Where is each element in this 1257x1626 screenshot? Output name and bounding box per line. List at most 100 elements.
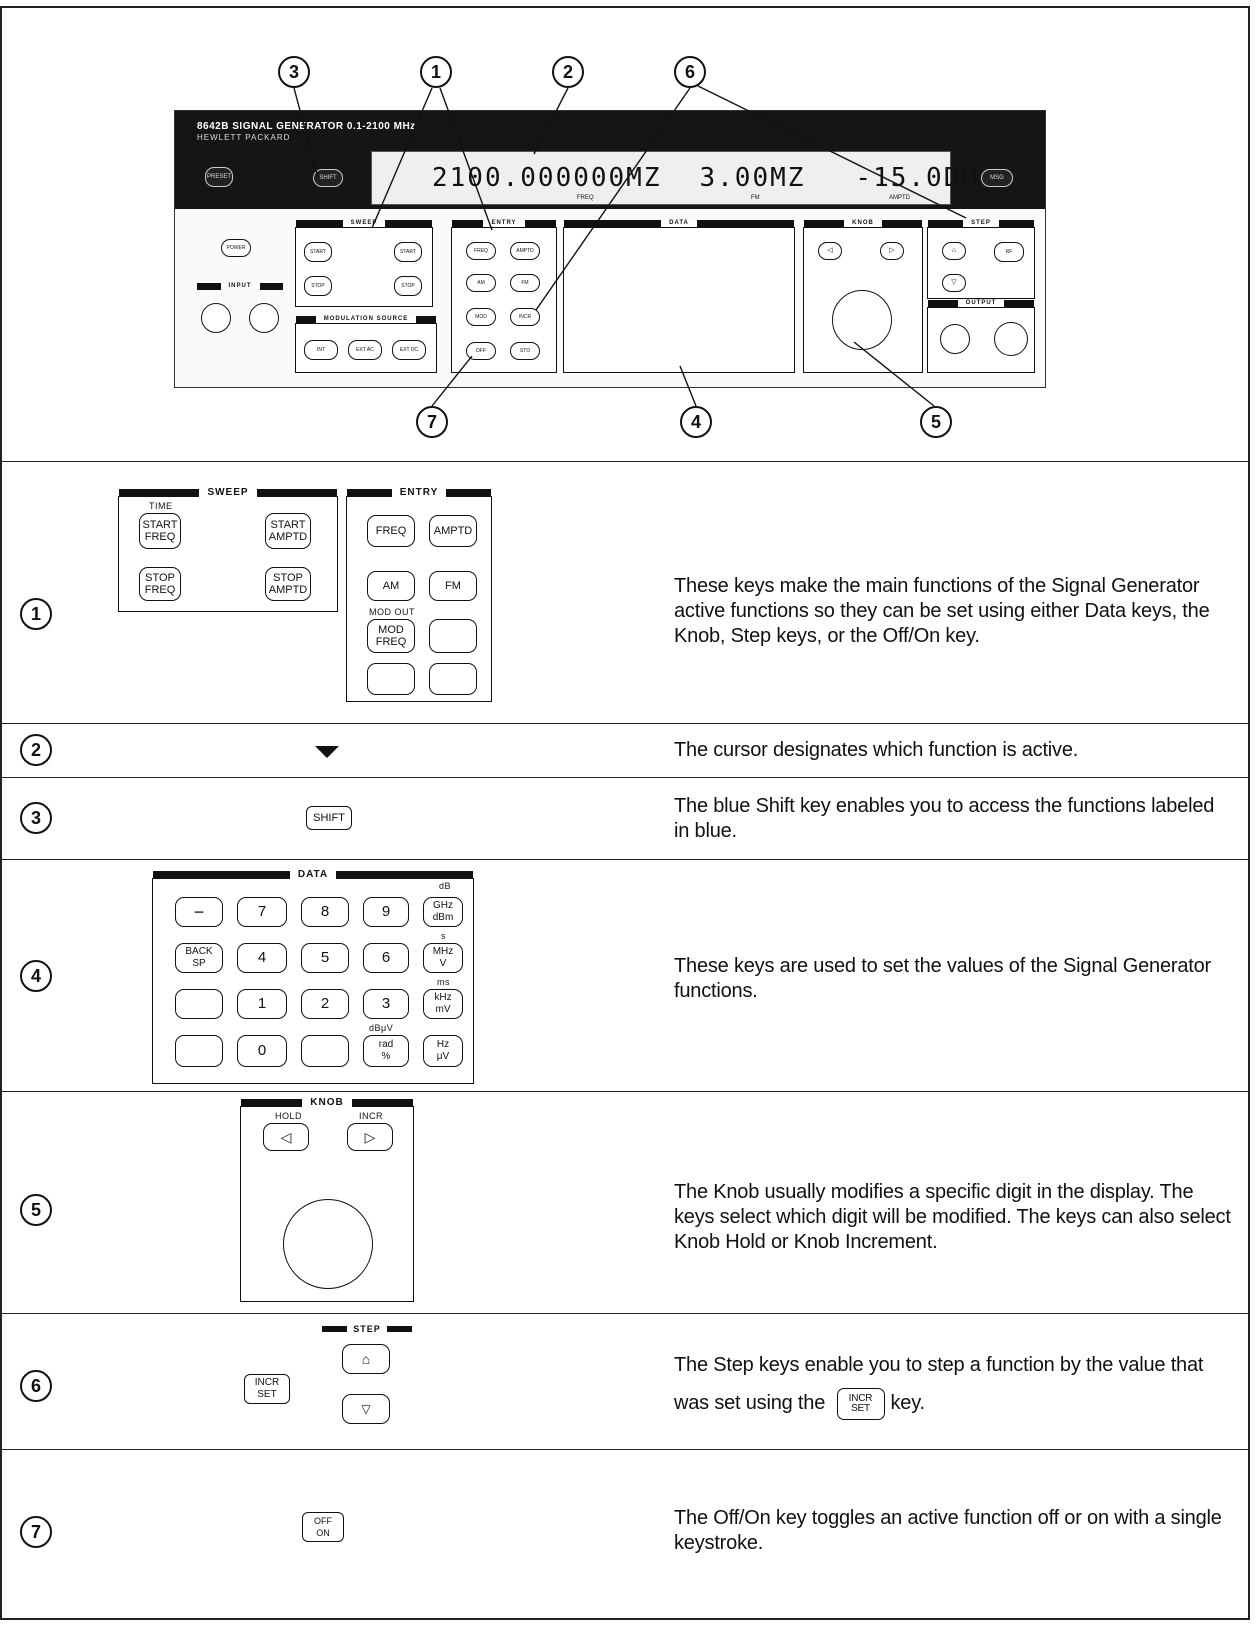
panel-step-down[interactable]: ▽ xyxy=(942,274,966,292)
model-title: 8642B SIGNAL GENERATOR 0.1-2100 MHz xyxy=(197,121,416,132)
panel-input-connector-right xyxy=(249,303,279,333)
step-down-key[interactable]: ▽ xyxy=(342,1394,390,1424)
stop-ampto-line2: AMPTD xyxy=(269,584,308,596)
left-arrow-icon: ◁ xyxy=(281,1131,292,1143)
panel-modfreq-key[interactable]: MOD xyxy=(466,308,496,326)
panel-stop-freq[interactable]: STOP xyxy=(304,276,332,296)
step-up-icon: ⌂ xyxy=(362,1353,370,1365)
panel-fm-key[interactable]: FM xyxy=(510,274,540,292)
digit-1-key[interactable]: 1 xyxy=(237,989,287,1019)
panel-data-section: DATA xyxy=(563,227,795,373)
ampto-key[interactable]: AMPTD xyxy=(429,515,477,547)
minus-key[interactable]: − xyxy=(175,897,223,927)
panel-ampto-key[interactable]: AMPTD xyxy=(510,242,540,260)
cursor-triangle-icon xyxy=(315,746,339,758)
sweep-title: SWEEP xyxy=(199,487,256,498)
panel-knob-right[interactable]: ▷ xyxy=(880,242,904,260)
stop-ampto-key[interactable]: STOP AMPTD xyxy=(265,567,311,601)
panel-knob-title: KNOB xyxy=(844,220,882,226)
start-ampto-line1: START xyxy=(270,519,305,531)
knob-right-arrow-key[interactable]: ▷ xyxy=(347,1123,393,1151)
khz-line1: kHz xyxy=(434,992,451,1004)
incr-set-line1: INCR xyxy=(255,1377,279,1389)
entry-panel: ENTRY FREQ AMPTD AM FM MOD OUT MOD FREQ xyxy=(346,496,492,702)
panel-start-freq[interactable]: START xyxy=(304,242,332,262)
digit-9-key[interactable]: 9 xyxy=(363,897,409,927)
panel-msg-button[interactable]: MSG xyxy=(981,169,1013,187)
blank-data-key-3[interactable] xyxy=(301,1035,349,1067)
rad-percent-key[interactable]: rad% xyxy=(363,1035,409,1067)
front-panel-illustration: 8642B SIGNAL GENERATOR 0.1-2100 MHz HEWL… xyxy=(174,110,1046,388)
panel-rf-offon[interactable]: RF xyxy=(994,242,1024,262)
display-freq-readout: 2100.000000MZ xyxy=(432,163,662,193)
panel-shift-button[interactable]: SHIFT xyxy=(313,169,343,187)
back-line1: BACK xyxy=(185,946,212,958)
digit-3-key[interactable]: 3 xyxy=(363,989,409,1019)
figure-callout-5: 5 xyxy=(920,406,952,438)
panel-freq-key[interactable]: FREQ xyxy=(466,242,496,260)
start-freq-key[interactable]: START FREQ xyxy=(139,513,181,549)
digit-2-label: 2 xyxy=(321,998,329,1010)
rotary-knob[interactable] xyxy=(283,1199,373,1289)
panel-main-knob[interactable] xyxy=(832,290,892,350)
panel-power-button[interactable]: POWER xyxy=(221,239,251,257)
mod-freq-key[interactable]: MOD FREQ xyxy=(367,619,415,653)
digit-8-key[interactable]: 8 xyxy=(301,897,349,927)
step-up-key[interactable]: ⌂ xyxy=(342,1344,390,1374)
blank-entry-key-1[interactable] xyxy=(429,619,477,653)
knob-left-arrow-key[interactable]: ◁ xyxy=(263,1123,309,1151)
digit-0-key[interactable]: 0 xyxy=(237,1035,287,1067)
panel-stop-ampto[interactable]: STOP xyxy=(394,276,422,296)
mod-freq-line2: FREQ xyxy=(376,636,407,648)
figure-callout-3: 3 xyxy=(278,56,310,88)
panel-step-title: STEP xyxy=(963,220,999,226)
step-title: STEP xyxy=(347,1324,387,1334)
am-key[interactable]: AM xyxy=(367,571,415,601)
panel-incrset-key[interactable]: INCR xyxy=(510,308,540,326)
row-5: 5 KNOB HOLD INCR ◁ ▷ The Knob usually mo… xyxy=(2,1092,1248,1314)
blank-data-key-2[interactable] xyxy=(175,1035,223,1067)
row-callout: 6 xyxy=(20,1370,52,1402)
panel-offon-key[interactable]: OFF xyxy=(466,342,496,360)
digit-4-key[interactable]: 4 xyxy=(237,943,287,973)
panel-start-ampto[interactable]: START xyxy=(394,242,422,262)
row-description: The Step keys enable you to step a funct… xyxy=(674,1346,1234,1422)
digit-7-label: 7 xyxy=(258,906,266,918)
digit-7-key[interactable]: 7 xyxy=(237,897,287,927)
blank-entry-key-3[interactable] xyxy=(429,663,477,695)
row-callout: 5 xyxy=(20,1194,52,1226)
shift-key[interactable]: SHIFT xyxy=(306,806,352,830)
fm-key[interactable]: FM xyxy=(429,571,477,601)
row-callout: 2 xyxy=(20,734,52,766)
panel-step-key[interactable]: STO xyxy=(510,342,540,360)
digit-5-key[interactable]: 5 xyxy=(301,943,349,973)
freq-key[interactable]: FREQ xyxy=(367,515,415,547)
digit-6-key[interactable]: 6 xyxy=(363,943,409,973)
digit-2-key[interactable]: 2 xyxy=(301,989,349,1019)
panel-int-button[interactable]: INT xyxy=(304,340,338,360)
incr-label: INCR xyxy=(359,1111,383,1121)
panel-knob-left[interactable]: ◁ xyxy=(818,242,842,260)
start-ampto-key[interactable]: START AMPTD xyxy=(265,513,311,549)
display-window: 2100.000000MZ 3.00MZ -15.0DM xyxy=(371,151,951,205)
stop-freq-key[interactable]: STOP FREQ xyxy=(139,567,181,601)
panel-am-key[interactable]: AM xyxy=(466,274,496,292)
data-title: DATA xyxy=(290,869,336,880)
panel-extac-button[interactable]: EXT AC xyxy=(348,340,382,360)
blank-entry-key-2[interactable] xyxy=(367,663,415,695)
panel-extdc-button[interactable]: EXT DC xyxy=(392,340,426,360)
panel-step-up[interactable]: ⌂ xyxy=(942,242,966,260)
hold-label: HOLD xyxy=(275,1111,302,1121)
blank-data-key-1[interactable] xyxy=(175,989,223,1019)
ghz-line1: GHz xyxy=(433,900,453,912)
preset-button[interactable]: PRESET xyxy=(205,167,233,187)
start-freq-line2: FREQ xyxy=(145,531,176,543)
